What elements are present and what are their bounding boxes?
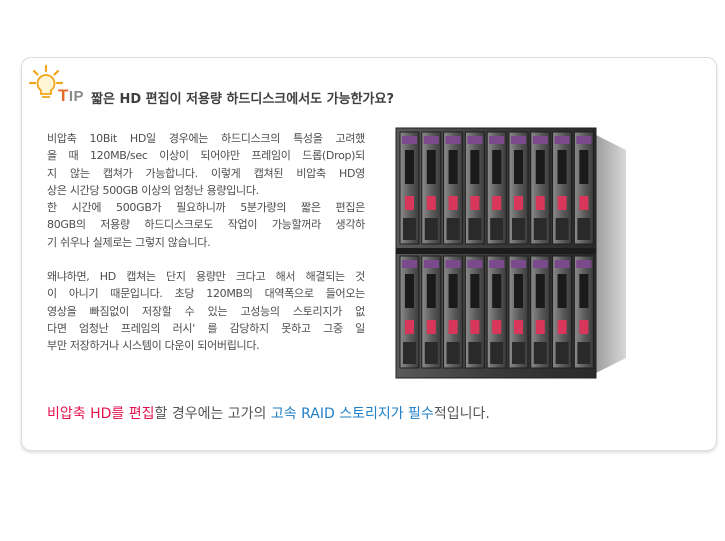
paragraph-line: 다면 엄청난 프레임의 러시' 를 감당하지 못하고 그중 일 (47, 321, 365, 335)
paragraph-line: 기 쉬우나 실제로는 그렇지 않습니다. (47, 235, 211, 249)
paragraph-line: 비압축 10Bit HD일 경우에는 하드디스크의 특성을 고려했 (47, 132, 365, 145)
conclusion-plain-end: 적입니다. (433, 406, 490, 422)
paragraph-line: 한 시간에 500GB가 필요하니까 5분가량의 짧은 편집은 (47, 201, 365, 215)
paragraph-line: 상은 시간당 500GB 이상의 엄청난 용량입니다. (47, 183, 259, 197)
paragraph-line: 부만 저장하거나 시스템이 다운이 되어버립니다. (47, 339, 260, 353)
page-title: 짧은 HD 편집이 저용량 하드디스크에서도 가능한가요? (91, 92, 395, 107)
tip-rest: IP (68, 88, 85, 105)
paragraph-line: 지 않는 캡쳐가 가능합니다. 이렇게 캡쳐된 비압축 HD영 (47, 166, 365, 180)
tip-label: TIP (58, 86, 84, 106)
conclusion-highlight-red: 비압축 HD를 편집 (47, 406, 155, 422)
conclusion-text: 비압축 HD를 편집할 경우에는 고가의 고속 RAID 스토리지가 필수적입니… (47, 403, 490, 423)
body-text: 비압축 10Bit HD일 경우에는 하드디스크의 특성을 고려했 을 때 12… (47, 130, 365, 355)
tip-letter: T (58, 86, 69, 105)
storage-array-image (395, 127, 626, 379)
paragraph-line: 영상을 빠짐없이 저장할 수 있는 고성능의 스토리지가 없 (47, 304, 365, 318)
lightbulb-icon (28, 64, 64, 98)
conclusion-plain: 할 경우에는 고가의 (154, 406, 271, 422)
conclusion-highlight-blue: 고속 RAID 스토리지가 필수 (270, 406, 434, 422)
paragraph-line: 80GB의 저용량 하드디스크로도 작업이 가능할꺼라 생각하 (47, 218, 365, 232)
paragraph-line: 이 아니기 때문입니다. 초당 120MB의 대역폭으로 들어오는 (47, 287, 365, 301)
paragraph-line: 왜냐하면, HD 캡쳐는 단지 용량만 크다고 해서 해결되는 것 (47, 270, 365, 284)
paragraph-line: 을 때 120MB/sec 이상이 되어야만 프레임이 드롭(Drop)되 (47, 149, 365, 163)
